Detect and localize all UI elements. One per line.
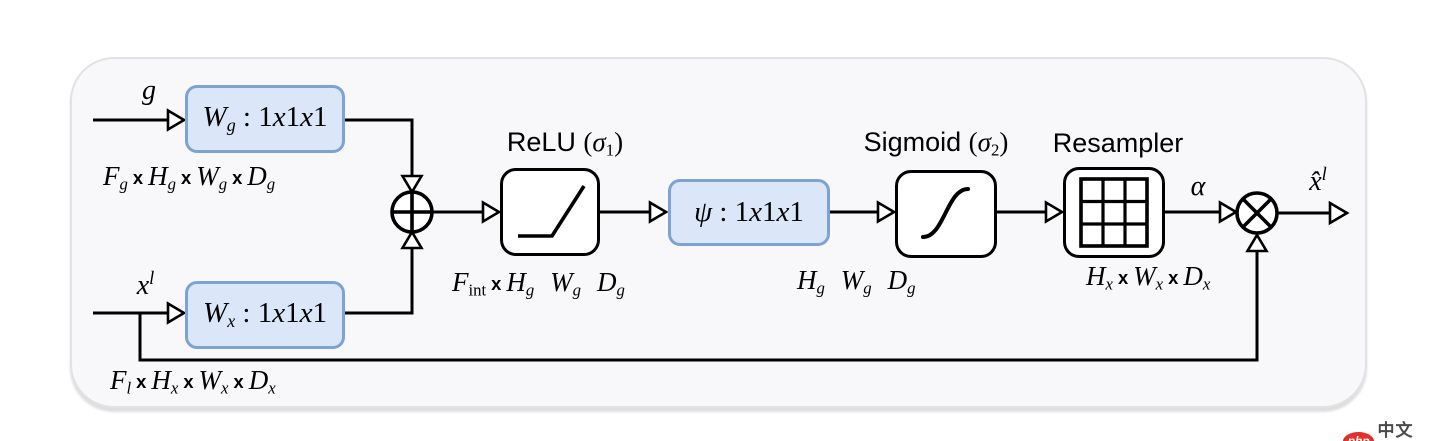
- grid-icon: [1079, 177, 1149, 248]
- arrowhead-psi-to-sigmoid: [876, 200, 897, 224]
- input-xl-label: xl: [136, 268, 155, 302]
- relu-node: [500, 168, 600, 256]
- wire-wg-to-adder: [345, 118, 414, 175]
- sigmoid-node: [895, 170, 997, 258]
- arrowhead-wx-to-adder: [400, 229, 424, 250]
- wg-conv-label: Wg : 1x1x1: [202, 101, 328, 136]
- arrowhead-wg-to-adder: [400, 174, 424, 195]
- alpha-label: α: [1190, 171, 1206, 202]
- wire-xl-skip: [138, 251, 1259, 362]
- wx-conv-label: Wx : 1x1x1: [203, 297, 327, 332]
- output-xhat-label: x̂l: [1309, 164, 1327, 198]
- wg-conv-node: Wg : 1x1x1: [185, 85, 345, 153]
- arrowhead-xl-skip: [1245, 232, 1269, 253]
- relu-curve-icon: [518, 185, 586, 238]
- watermark-site-text: 中文网: [1377, 421, 1414, 440]
- resampler-node: [1063, 167, 1165, 258]
- watermark: php 中文网: [1343, 416, 1429, 441]
- arrowhead-output: [1328, 200, 1350, 226]
- wx-conv-node: Wx : 1x1x1: [185, 281, 345, 349]
- arrowhead-adder-to-relu: [481, 200, 502, 224]
- input-g-label: g: [142, 75, 156, 106]
- sigmoid-title: Sigmoid (σ2): [863, 127, 1009, 160]
- sum-node-icon: [390, 190, 434, 234]
- arrowhead-xl-input: [166, 301, 187, 325]
- dims-sigmoid-label: Hg Wg Dg: [797, 265, 916, 298]
- sigmoid-curve-icon: [921, 187, 970, 239]
- multiply-node-icon: [1235, 191, 1279, 235]
- resampler-title: Resampler: [1052, 128, 1184, 158]
- wire-wx-to-adder: [345, 249, 414, 315]
- arrowhead-resampler-to-mult: [1218, 200, 1239, 224]
- php-logo-icon: php: [1343, 431, 1375, 441]
- arrowhead-sigmoid-to-resampler: [1044, 200, 1065, 224]
- psi-conv-node: ψ : 1x1x1: [668, 179, 830, 246]
- relu-title: ReLU (σ1): [506, 127, 624, 160]
- psi-conv-label: ψ : 1x1x1: [694, 196, 804, 228]
- arrowhead-g-input: [166, 108, 187, 132]
- arrowhead-relu-to-psi: [648, 200, 669, 224]
